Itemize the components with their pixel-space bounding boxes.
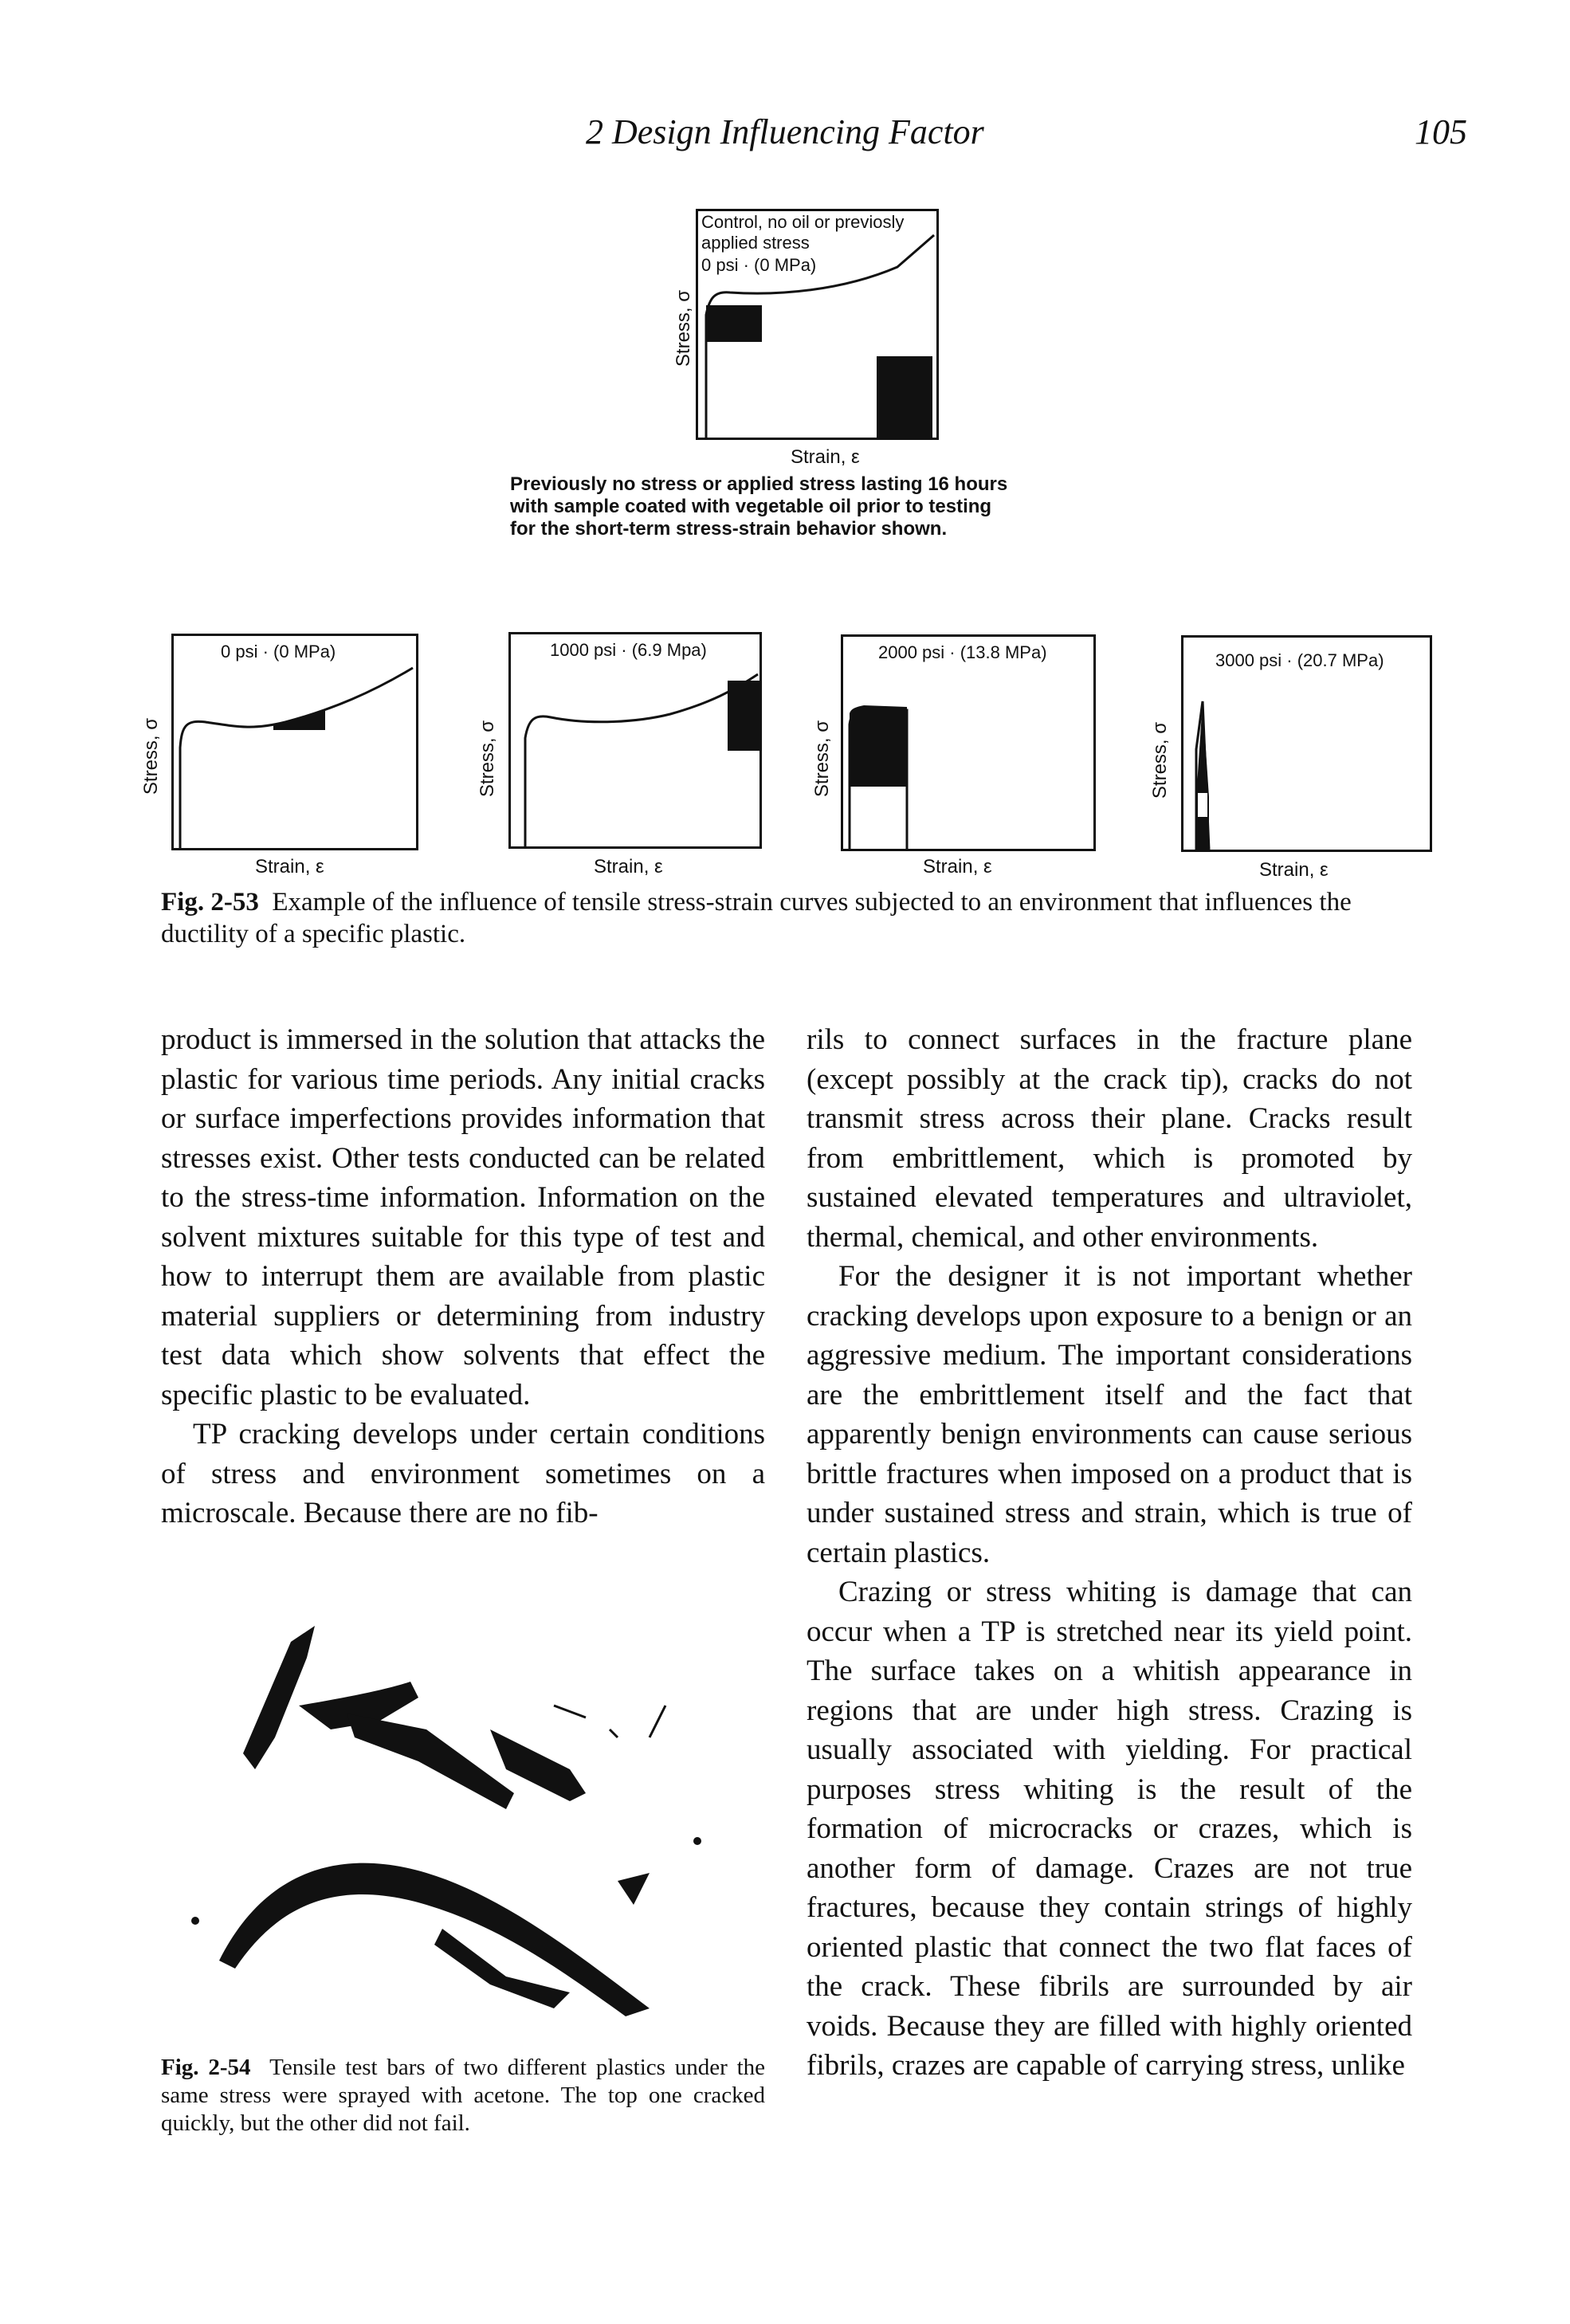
fig-2-54-image xyxy=(171,1610,761,2024)
panel-2000psi xyxy=(841,634,1096,851)
fig-2-54-text: Tensile test bars of two different plast… xyxy=(161,2055,765,2136)
left-paragraph-1: product is immersed in the solution that… xyxy=(161,1023,765,1411)
running-header: 2 Design Influencing Factor xyxy=(586,112,984,151)
right-paragraph-2: For the designer it is not important whe… xyxy=(807,1260,1412,1569)
panel-1000psi-ylabel: Stress, σ xyxy=(477,720,498,798)
page-number: 105 xyxy=(1415,112,1467,151)
right-column: rils to connect surfaces in the fracture… xyxy=(807,1020,1412,2086)
panel-3000psi-ylabel: Stress, σ xyxy=(1149,721,1171,799)
fig-2-53-caption: Fig. 2-53 Example of the influence of te… xyxy=(161,886,1436,950)
panel-3000psi-label: 3000 psi · (20.7 MPa) xyxy=(1215,650,1384,670)
top-plot-curve xyxy=(705,234,935,438)
top-plot-xlabel: Strain, ε xyxy=(791,446,860,468)
panel-2000psi-xlabel: Strain, ε xyxy=(923,856,992,877)
top-plot-block-right xyxy=(877,356,932,438)
top-plot-block-left xyxy=(706,305,762,342)
test-bars-photo xyxy=(191,1626,701,2016)
fig-2-53-number: Fig. 2-53 xyxy=(161,888,259,917)
top-figure-note-3: for the short-term stress-strain behavio… xyxy=(510,518,948,540)
left-paragraph-2: TP cracking develops under certain condi… xyxy=(161,1418,765,1529)
top-plot-ylabel: Stress, σ xyxy=(673,289,694,367)
top-plot xyxy=(696,209,939,440)
panel-2000psi-ylabel: Stress, σ xyxy=(811,720,833,798)
panel-3000psi-xlabel: Strain, ε xyxy=(1259,859,1329,881)
top-plot-label-1: Control, no oil or previosly xyxy=(701,212,905,233)
panel-1000psi xyxy=(508,632,762,849)
right-paragraph-3: Crazing or stress whiting is damage that… xyxy=(807,1576,1412,2082)
fig-2-53-text: Example of the influence of tensile stre… xyxy=(161,888,1352,948)
top-plot-label-3: 0 psi · (0 MPa) xyxy=(701,255,817,275)
panel-3000psi xyxy=(1181,635,1432,852)
panel-1000psi-label: 1000 psi · (6.9 Mpa) xyxy=(550,640,707,660)
panel-0psi-ylabel: Stress, σ xyxy=(140,717,162,795)
fig-2-54-caption: Fig. 2-54 Tensile test bars of two diffe… xyxy=(161,2054,765,2138)
panel-0psi-label: 0 psi · (0 MPa) xyxy=(221,642,336,661)
panel-2000psi-label: 2000 psi · (13.8 MPa) xyxy=(878,642,1047,662)
panel-0psi xyxy=(171,634,418,850)
left-column: product is immersed in the solution that… xyxy=(161,1020,765,1533)
panel-0psi-xlabel: Strain, ε xyxy=(255,856,324,877)
right-paragraph-1: rils to connect surfaces in the fracture… xyxy=(807,1023,1412,1254)
fig-2-54-number: Fig. 2-54 xyxy=(161,2055,251,2080)
top-figure-note-1: Previously no stress or applied stress l… xyxy=(510,473,1008,495)
top-plot-label-2: applied stress xyxy=(701,233,810,253)
panel-1000psi-xlabel: Strain, ε xyxy=(594,856,663,877)
top-figure-note-2: with sample coated with vegetable oil pr… xyxy=(510,496,992,517)
